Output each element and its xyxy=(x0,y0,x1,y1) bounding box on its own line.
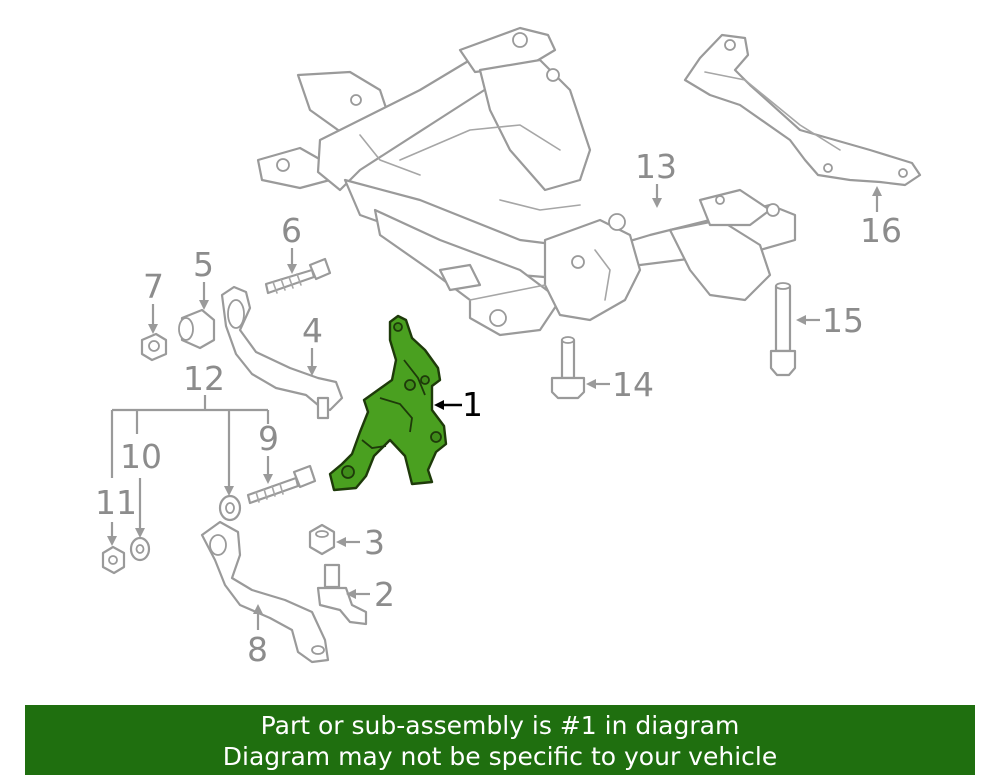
nut-7 xyxy=(140,332,168,362)
nut-11 xyxy=(101,545,126,575)
reinforcement-brace xyxy=(683,33,922,187)
subframe-crossmember xyxy=(256,26,797,337)
callout-6: 6 xyxy=(281,211,302,250)
info-banner: Part or sub-assembly is #1 in diagram Di… xyxy=(25,705,975,775)
callout-1: 1 xyxy=(462,385,483,424)
banner-line-2: Diagram may not be specific to your vehi… xyxy=(222,742,778,771)
bushing-5 xyxy=(178,308,216,350)
nut-3 xyxy=(308,523,336,556)
bolt-9 xyxy=(246,464,317,505)
callout-labels: 1 2 3 4 5 6 7 8 9 10 11 12 13 14 15 16 xyxy=(95,147,902,669)
washer-10 xyxy=(129,536,151,562)
callout-16: 16 xyxy=(860,211,902,250)
bolt-15 xyxy=(769,282,797,377)
washer-12 xyxy=(218,494,242,522)
lower-control-arm xyxy=(200,520,330,664)
callout-3: 3 xyxy=(364,523,385,562)
bolt-6 xyxy=(264,257,332,295)
callout-5: 5 xyxy=(193,245,214,284)
callout-8: 8 xyxy=(247,630,268,669)
callout-9: 9 xyxy=(258,419,279,458)
leader-lines xyxy=(107,184,882,630)
callout-15: 15 xyxy=(822,301,864,340)
callout-10: 10 xyxy=(120,437,162,476)
upper-control-arm xyxy=(220,285,344,420)
callout-13: 13 xyxy=(635,147,677,186)
callout-12: 12 xyxy=(183,359,225,398)
bolt-14 xyxy=(550,336,586,400)
ball-joint-2 xyxy=(316,563,368,626)
banner-line-1: Part or sub-assembly is #1 in diagram xyxy=(260,711,740,740)
steering-knuckle-highlighted xyxy=(328,314,448,492)
callout-14: 14 xyxy=(612,365,654,404)
callout-2: 2 xyxy=(374,575,395,614)
callout-4: 4 xyxy=(302,311,323,350)
callout-7: 7 xyxy=(143,267,164,306)
callout-11: 11 xyxy=(95,483,137,522)
